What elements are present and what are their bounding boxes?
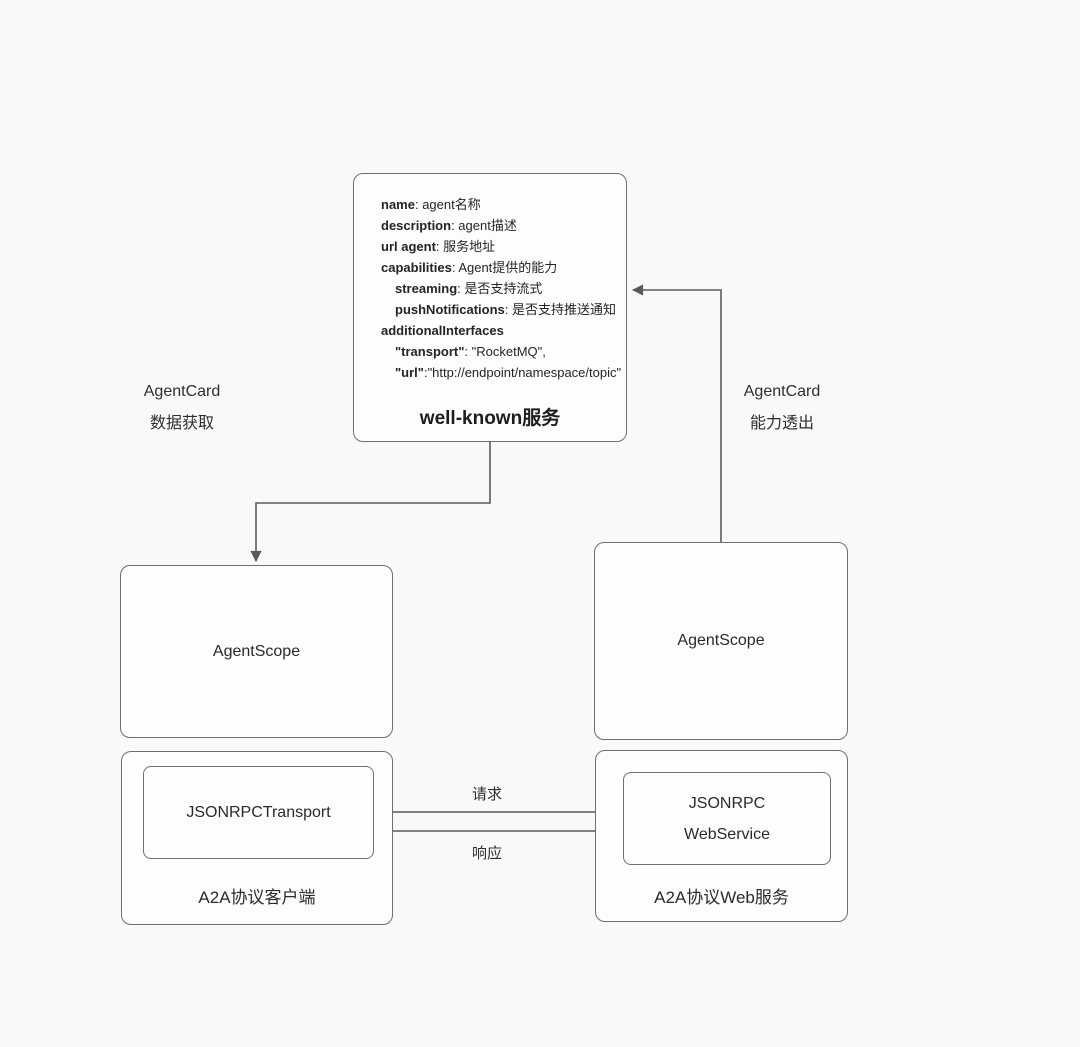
agentscope-right-box: AgentScope bbox=[594, 542, 848, 740]
agentcard-expose-label: AgentCard 能力透出 bbox=[702, 376, 862, 440]
agent-card-field: name: agent名称 bbox=[381, 197, 481, 212]
agent-card-field: additionalInterfaces bbox=[381, 323, 504, 338]
agentcard-fetch-label: AgentCard 数据获取 bbox=[102, 376, 262, 440]
agent-card-field: "url":"http://endpoint/namespace/topic" bbox=[395, 365, 622, 380]
agent-card-field: pushNotifications: 是否支持推送通知 bbox=[395, 302, 617, 317]
agentcard-fetch-label-line1: AgentCard bbox=[143, 383, 221, 400]
agentcard-expose-label-line1: AgentCard bbox=[743, 383, 821, 400]
a2a-client-label: A2A协议客户端 bbox=[198, 888, 316, 907]
well-known-service-box: name: agent名称 description: agent描述 url age… bbox=[353, 173, 627, 442]
a2a-client-box: JSONRPCTransport A2A协议客户端 bbox=[121, 751, 393, 925]
agentscope-left-label: AgentScope bbox=[212, 642, 301, 660]
a2a-web-service-box: JSONRPC WebService A2A协议Web服务 bbox=[595, 750, 848, 922]
jsonrpc-webservice-box: JSONRPC WebService bbox=[623, 772, 831, 865]
jsonrpc-transport-box: JSONRPCTransport bbox=[143, 766, 374, 859]
agent-card-field: capabilities: Agent提供的能力 bbox=[381, 260, 558, 275]
agent-card-field: description: agent描述 bbox=[381, 218, 517, 233]
jsonrpc-transport-label: JSONRPCTransport bbox=[186, 804, 331, 821]
response-label: 响应 bbox=[471, 845, 502, 862]
agentscope-right-label: AgentScope bbox=[677, 632, 765, 649]
arrow-agentcard-fetch bbox=[250, 442, 491, 563]
request-label: 请求 bbox=[471, 786, 502, 803]
a2a-web-service-label: A2A协议Web服务 bbox=[654, 888, 789, 907]
agent-card-fields: name: agent名称 description: agent描述 url age… bbox=[381, 194, 622, 383]
agent-card-field: streaming: 是否支持流式 bbox=[395, 281, 543, 296]
well-known-title: well-known服务 bbox=[419, 408, 561, 429]
agentcard-fetch-label-line2: 数据获取 bbox=[149, 415, 214, 432]
jsonrpc-webservice-label: JSONRPC WebService bbox=[624, 773, 830, 864]
agentscope-left-box: AgentScope bbox=[120, 565, 393, 738]
jsonrpc-webservice-line1: JSONRPC bbox=[688, 794, 766, 812]
agentcard-expose-label-line2: 能力透出 bbox=[749, 415, 814, 432]
jsonrpc-webservice-line2: WebService bbox=[684, 825, 770, 843]
agent-card-field: url agent: 服务地址 bbox=[381, 239, 496, 254]
agent-card-field: "transport": "RocketMQ", bbox=[395, 344, 546, 359]
